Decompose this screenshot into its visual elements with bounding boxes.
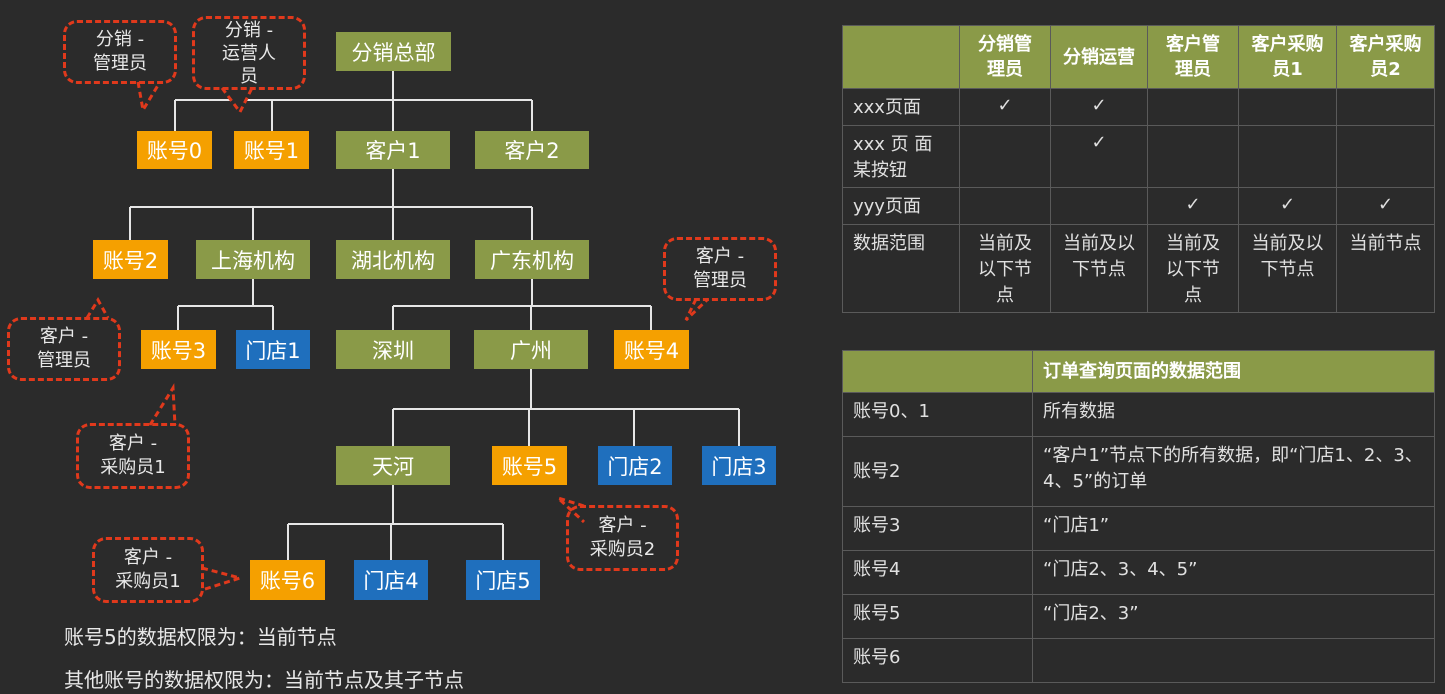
permission-header-col: 客户采购员1 bbox=[1238, 25, 1337, 89]
scope-row-label: 账号4 bbox=[842, 550, 1033, 595]
permission-header-col: 客户管理员 bbox=[1147, 25, 1239, 89]
check-mark: ✓ bbox=[1050, 125, 1148, 188]
check-mark bbox=[1336, 125, 1435, 188]
node-account-2: 账号2 bbox=[93, 240, 168, 279]
scope-row-label: 账号3 bbox=[842, 506, 1033, 551]
callout-customer-buyer1-lower: 客户 - 采购员1 bbox=[92, 537, 204, 603]
node-account-4: 账号4 bbox=[614, 330, 689, 369]
scope-row: 账号3 “门店1” bbox=[842, 506, 1435, 551]
node-guangzhou: 广州 bbox=[474, 330, 588, 369]
node-shenzhen: 深圳 bbox=[336, 330, 450, 369]
check-mark: ✓ bbox=[959, 88, 1051, 126]
permission-row: xxx页面 ✓ ✓ bbox=[842, 88, 1435, 126]
node-root: 分销总部 bbox=[336, 32, 451, 71]
permission-row: 数据范围 当前及以下节点 当前及以下节点 当前及以下节点 当前及以下节点 当前节… bbox=[842, 224, 1435, 313]
check-mark: ✓ bbox=[1336, 187, 1435, 225]
scope-row: 账号6 bbox=[842, 638, 1435, 683]
check-mark bbox=[1147, 88, 1239, 126]
scope-row: 账号2 “客户1”节点下的所有数据，即“门店1、2、3、4、5”的订单 bbox=[842, 436, 1435, 507]
scope-row-value bbox=[1032, 638, 1435, 683]
node-store-2: 门店2 bbox=[598, 446, 672, 485]
permission-row: yyy页面 ✓ ✓ ✓ bbox=[842, 187, 1435, 225]
permission-header-col: 客户采购员2 bbox=[1336, 25, 1435, 89]
permission-row-label: 数据范围 bbox=[842, 224, 960, 313]
node-account-3: 账号3 bbox=[141, 330, 216, 369]
scope-row-label: 账号2 bbox=[842, 436, 1033, 507]
permission-table: 分销管理员 分销运营 客户管理员 客户采购员1 客户采购员2 xxx页面 ✓ ✓… bbox=[842, 25, 1435, 313]
scope-cell: 当前及以下节点 bbox=[1238, 224, 1337, 313]
scope-cell: 当前及以下节点 bbox=[1147, 224, 1239, 313]
note-other-accounts-scope: 其他账号的数据权限为：当前节点及其子节点 bbox=[64, 668, 464, 692]
scope-row-label: 账号5 bbox=[842, 594, 1033, 639]
scope-cell: 当前及以下节点 bbox=[1050, 224, 1148, 313]
node-customer-2: 客户2 bbox=[475, 131, 589, 169]
scope-row-label: 账号0、1 bbox=[842, 392, 1033, 437]
node-account-6: 账号6 bbox=[250, 560, 325, 600]
scope-row-value: “门店2、3” bbox=[1032, 594, 1435, 639]
check-mark bbox=[959, 187, 1051, 225]
node-account-1: 账号1 bbox=[234, 131, 309, 169]
node-hubei-org: 湖北机构 bbox=[336, 240, 450, 279]
check-mark: ✓ bbox=[1238, 187, 1337, 225]
permission-row-label: xxx页面 bbox=[842, 88, 960, 126]
check-mark bbox=[1238, 125, 1337, 188]
permission-row: xxx 页 面 某按钮 ✓ bbox=[842, 125, 1435, 188]
permission-row-label: yyy页面 bbox=[842, 187, 960, 225]
scope-header-empty bbox=[842, 350, 1033, 393]
node-account-5: 账号5 bbox=[492, 446, 567, 485]
check-mark bbox=[1147, 125, 1239, 188]
data-scope-table: 订单查询页面的数据范围 账号0、1 所有数据 账号2 “客户1”节点下的所有数据… bbox=[842, 350, 1435, 683]
node-store-5: 门店5 bbox=[466, 560, 540, 600]
check-mark bbox=[959, 125, 1051, 188]
scope-row: 账号5 “门店2、3” bbox=[842, 594, 1435, 639]
note-account5-scope: 账号5的数据权限为：当前节点 bbox=[64, 625, 337, 649]
check-mark bbox=[1336, 88, 1435, 126]
permission-header-empty bbox=[842, 25, 960, 89]
callout-customer-buyer2: 客户 - 采购员2 bbox=[566, 505, 679, 571]
permission-header-col: 分销管理员 bbox=[959, 25, 1051, 89]
check-mark: ✓ bbox=[1147, 187, 1239, 225]
scope-cell: 当前节点 bbox=[1336, 224, 1435, 313]
callout-customer-buyer1-upper: 客户 - 采购员1 bbox=[76, 423, 190, 489]
check-mark bbox=[1050, 187, 1148, 225]
node-shanghai-org: 上海机构 bbox=[196, 240, 310, 279]
callout-customer-admin-right: 客户 - 管理员 bbox=[663, 237, 777, 301]
scope-row-value: 所有数据 bbox=[1032, 392, 1435, 437]
scope-cell: 当前及以下节点 bbox=[959, 224, 1051, 313]
check-mark bbox=[1238, 88, 1337, 126]
node-customer-1: 客户1 bbox=[336, 131, 450, 169]
scope-row-value: “门店2、3、4、5” bbox=[1032, 550, 1435, 595]
scope-row: 账号4 “门店2、3、4、5” bbox=[842, 550, 1435, 595]
scope-row: 账号0、1 所有数据 bbox=[842, 392, 1435, 437]
node-guangdong-org: 广东机构 bbox=[475, 240, 589, 279]
permission-header-col: 分销运营 bbox=[1050, 25, 1148, 89]
node-store-1: 门店1 bbox=[236, 330, 310, 369]
node-store-4: 门店4 bbox=[354, 560, 428, 600]
node-tianhe: 天河 bbox=[336, 446, 450, 485]
callout-customer-admin-left: 客户 - 管理员 bbox=[7, 317, 121, 381]
scope-row-value: “门店1” bbox=[1032, 506, 1435, 551]
scope-row-label: 账号6 bbox=[842, 638, 1033, 683]
callout-distribution-admin: 分销 - 管理员 bbox=[63, 20, 177, 84]
permission-header-row: 分销管理员 分销运营 客户管理员 客户采购员1 客户采购员2 bbox=[842, 25, 1435, 89]
callout-distribution-operator: 分销 - 运营人 员 bbox=[192, 16, 306, 90]
scope-row-value: “客户1”节点下的所有数据，即“门店1、2、3、4、5”的订单 bbox=[1032, 436, 1435, 507]
check-mark: ✓ bbox=[1050, 88, 1148, 126]
scope-header-title: 订单查询页面的数据范围 bbox=[1032, 350, 1435, 393]
scope-header-row: 订单查询页面的数据范围 bbox=[842, 350, 1435, 393]
node-account-0: 账号0 bbox=[137, 131, 212, 169]
permission-row-label: xxx 页 面 某按钮 bbox=[842, 125, 960, 188]
node-store-3: 门店3 bbox=[702, 446, 776, 485]
